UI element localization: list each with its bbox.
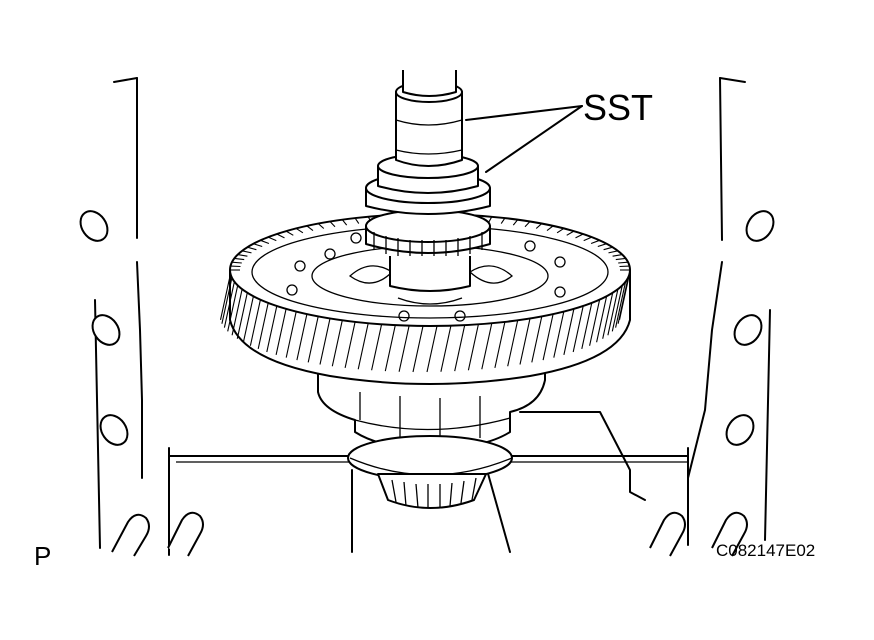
bottom-rollers bbox=[111, 511, 748, 557]
gear-tooth bbox=[426, 325, 438, 373]
figure-code-label: C082147E02 bbox=[716, 541, 815, 560]
gear-tooth bbox=[612, 254, 623, 257]
gear-tooth bbox=[512, 219, 519, 226]
gear-tooth bbox=[575, 233, 584, 239]
gear-tooth bbox=[242, 296, 254, 343]
gear-tooth bbox=[275, 308, 287, 356]
gear-tooth bbox=[535, 223, 543, 229]
corner-label: P bbox=[34, 541, 51, 571]
sst-leader-lines bbox=[465, 105, 583, 173]
gear-tooth bbox=[317, 223, 325, 229]
gear-tooth bbox=[590, 239, 600, 245]
gear-tooth bbox=[611, 285, 623, 332]
gear-tooth bbox=[241, 250, 252, 254]
gear-tooth bbox=[583, 236, 593, 242]
gear-tooth bbox=[307, 316, 319, 363]
upper-bearing bbox=[365, 209, 491, 292]
left-frame-holes bbox=[79, 210, 129, 446]
sst-tool bbox=[365, 70, 491, 215]
gear-tooth bbox=[602, 292, 614, 339]
gear-tooth bbox=[596, 296, 608, 343]
gear-tooth bbox=[618, 261, 629, 264]
gear-tooth bbox=[221, 277, 233, 324]
gear-tooth bbox=[231, 261, 242, 264]
gear-tooth bbox=[553, 311, 565, 358]
gear-tooth bbox=[306, 225, 314, 232]
gear-tooth bbox=[563, 308, 575, 356]
gear-tooth bbox=[581, 302, 593, 350]
gear-tooth bbox=[494, 321, 506, 369]
gear-tooth bbox=[331, 320, 343, 367]
gear-tooth bbox=[285, 311, 297, 358]
gear-tooth bbox=[440, 325, 452, 372]
gear-tooth bbox=[329, 221, 336, 228]
sst-callout-label: SST bbox=[583, 87, 653, 128]
gear-tooth bbox=[500, 217, 506, 224]
gear-tooth bbox=[519, 318, 531, 365]
gear-tooth bbox=[566, 230, 575, 236]
gear-tooth bbox=[546, 225, 554, 232]
gear-tooth bbox=[267, 236, 277, 242]
gear-tooth bbox=[524, 221, 531, 228]
gear-tooth bbox=[319, 318, 331, 365]
gear-tooth bbox=[607, 289, 619, 336]
gear-tooth bbox=[257, 302, 269, 350]
gear-tooth bbox=[615, 281, 627, 328]
gear-tooth bbox=[467, 324, 479, 371]
gear-tooth bbox=[384, 324, 396, 372]
gear-tooth bbox=[231, 289, 243, 336]
gear-tooth bbox=[247, 246, 257, 251]
gear-tooth bbox=[357, 323, 369, 370]
gear-tooth bbox=[236, 292, 248, 339]
gear-tooth bbox=[481, 323, 493, 370]
gear-tooth bbox=[597, 243, 607, 248]
gear-tooth bbox=[556, 227, 565, 234]
gear-tooth bbox=[234, 257, 245, 261]
gear-tooth bbox=[344, 321, 356, 369]
gear-tooth bbox=[227, 285, 239, 332]
press-frame bbox=[94, 77, 771, 556]
gear-tooth bbox=[617, 277, 629, 324]
gear-tooth bbox=[276, 233, 285, 239]
gear-tooth bbox=[253, 243, 263, 248]
gear-tooth bbox=[260, 239, 270, 245]
gear-tooth bbox=[572, 305, 584, 353]
gear-tooth bbox=[531, 316, 543, 363]
gear-tooth bbox=[371, 324, 383, 371]
press-bed bbox=[168, 411, 689, 553]
gear-tooth bbox=[542, 313, 554, 361]
gear-tooth bbox=[603, 246, 613, 251]
gear-tooth bbox=[249, 299, 261, 346]
lower-bearing bbox=[347, 435, 513, 509]
right-frame-holes bbox=[725, 210, 775, 446]
gear-tooth bbox=[412, 325, 424, 373]
gear-tooth bbox=[285, 230, 294, 236]
gear-tooth bbox=[296, 313, 308, 361]
differential-case bbox=[317, 367, 546, 451]
gear-tooth bbox=[223, 281, 235, 328]
gear-tooth bbox=[341, 219, 348, 226]
gear-tooth bbox=[488, 216, 493, 223]
gear-tooth bbox=[608, 250, 619, 254]
gear-tooth bbox=[398, 325, 410, 372]
gear-tooth bbox=[615, 257, 626, 261]
gear-tooth bbox=[295, 227, 304, 234]
gear-tooth bbox=[454, 324, 466, 372]
gear-tooth bbox=[266, 305, 278, 353]
gear-tooth bbox=[237, 254, 248, 257]
gear-tooth bbox=[354, 217, 360, 224]
gear-tooth bbox=[219, 273, 232, 321]
gear-tooth bbox=[589, 299, 601, 346]
gear-tooth bbox=[507, 320, 519, 367]
